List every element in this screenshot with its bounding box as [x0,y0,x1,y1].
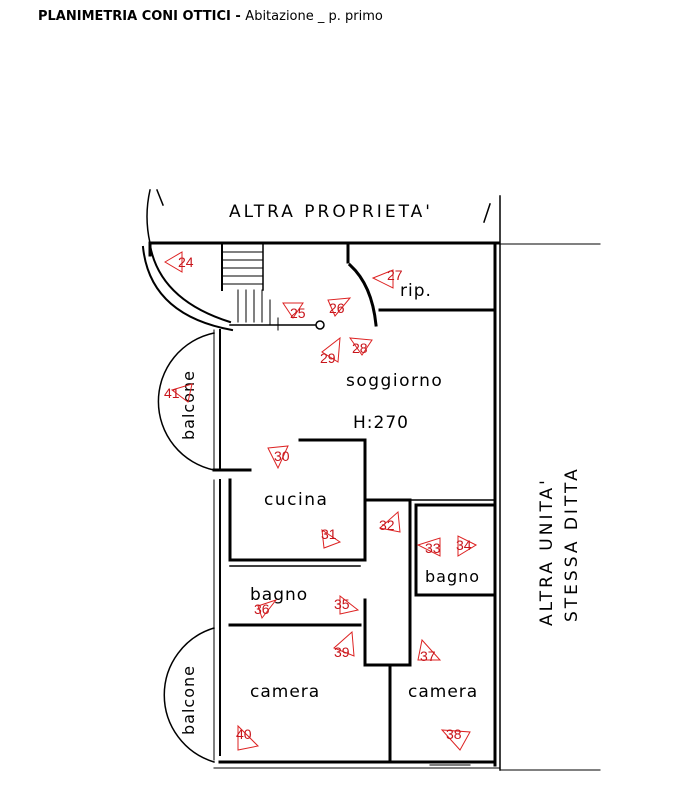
cone-41 [170,383,193,403]
label-height: H:270 [353,413,409,433]
cone-37 [417,638,442,661]
cone-31 [321,528,342,549]
cone-33 [416,537,441,557]
label-altra-unita: ALTRA UNITA' [537,477,557,626]
stair-arc-outer-top [146,189,151,244]
stair-arc-2 [141,245,234,332]
viewpoint-37: 37 [420,648,436,664]
title-subtitle: Abitazione _ p. primo [245,9,383,24]
title-main: PLANIMETRIA CONI OTTICI - [38,9,241,24]
viewpoint-36: 36 [254,601,270,617]
viewpoint-27: 27 [387,267,403,283]
viewpoint-32: 32 [379,517,395,533]
label-balcone-top: balcone [179,370,198,440]
cone-36 [257,599,278,620]
viewpoint-34: 34 [456,537,472,553]
rip-door-arc [347,262,378,327]
label-altra-proprieta: ALTRA PROPRIETA' [229,202,433,222]
label-camera-left: camera [250,682,320,702]
viewpoint-39: 39 [334,644,350,660]
cone-40 [237,724,260,751]
cone-39 [333,630,355,657]
stair [221,242,325,331]
cone-28 [348,337,373,356]
stair-arc-1 [148,243,232,324]
label-rip: rip. [400,281,432,301]
viewpoint-31: 31 [321,526,337,542]
viewpoint-33: 33 [425,540,441,556]
viewpoint-35: 35 [334,596,350,612]
cone-34 [457,535,478,557]
cone-25 [282,302,304,319]
walls [141,189,601,771]
cone-32 [378,510,401,533]
label-balcone-bottom: balcone [179,665,198,735]
viewpoint-29: 29 [320,350,336,366]
viewpoint-40: 40 [236,726,252,742]
viewpoint-26: 26 [329,300,345,316]
cone-24 [164,251,183,273]
cone-35 [339,594,360,615]
viewpoint-cones [164,251,478,751]
viewpoint-41: 41 [164,385,180,401]
label-soggiorno: soggiorno [346,371,443,391]
label-cucina: cucina [264,490,328,510]
north-tick-right [483,203,491,223]
label-camera-right: camera [408,682,478,702]
viewpoint-numbers: 24 25 26 27 28 29 30 31 32 33 34 35 36 3… [164,254,472,742]
viewpoint-24: 24 [178,254,194,270]
viewpoint-30: 30 [274,448,290,464]
cone-26 [327,297,352,317]
viewpoint-28: 28 [352,340,368,356]
room-labels: ALTRA PROPRIETA' rip. soggiorno H:270 cu… [179,202,582,735]
north-tick-left [156,189,164,206]
cone-38 [440,729,471,751]
balcone-top-arc [157,332,215,471]
label-bagno-left: bagno [250,585,308,605]
label-bagno-right: bagno [425,567,480,586]
label-stessa-ditta: STESSA DITTA [562,466,582,622]
cone-27 [371,269,394,289]
balcone-bottom-arc [163,627,215,763]
cone-29 [321,336,341,363]
viewpoint-25: 25 [290,305,306,321]
cone-30 [267,445,289,470]
viewpoint-38: 38 [446,726,462,742]
page-title: PLANIMETRIA CONI OTTICI - Abitazione _ p… [38,9,383,24]
